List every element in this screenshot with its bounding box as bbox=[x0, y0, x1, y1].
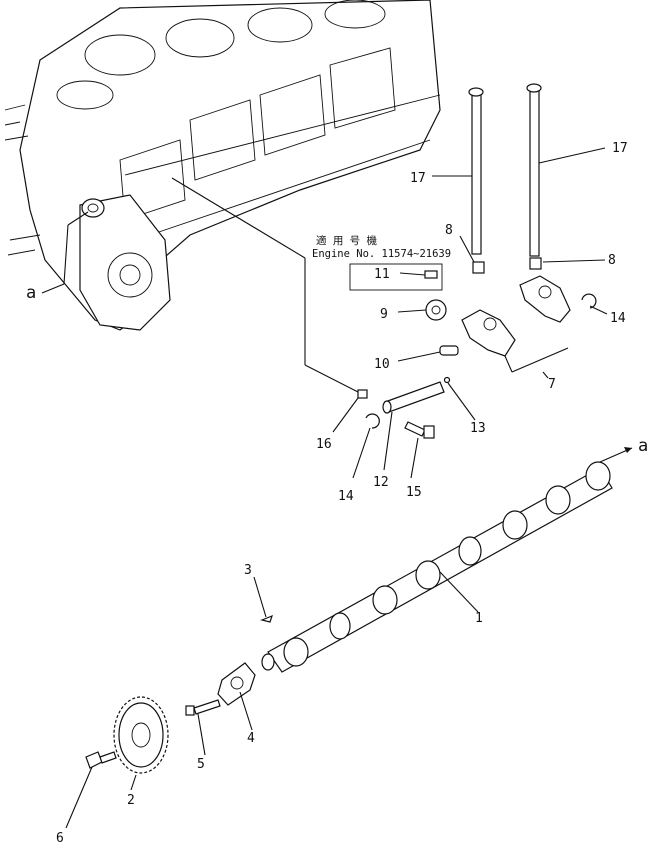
bolt-part-5 bbox=[185, 699, 221, 716]
lever-assembly-part-7 bbox=[461, 275, 571, 357]
callout-16: 16 bbox=[316, 437, 332, 452]
pin-part-11 bbox=[424, 270, 438, 279]
key-part-3 bbox=[260, 614, 273, 623]
clip-part-14-right bbox=[581, 293, 597, 309]
bolt-part-15 bbox=[404, 421, 435, 439]
applicability-note-line1: 適 用 号 機 bbox=[316, 234, 377, 247]
callout-10: 10 bbox=[374, 357, 390, 372]
cap-right bbox=[529, 257, 542, 270]
cap-left bbox=[472, 261, 485, 274]
gear-part-2 bbox=[113, 696, 169, 774]
callout-11: 11 bbox=[374, 267, 390, 282]
callout-5: 5 bbox=[197, 757, 205, 772]
reference-letter-left: a bbox=[26, 283, 36, 303]
thrust-plate-part-4 bbox=[217, 662, 256, 706]
callout-6: 6 bbox=[56, 831, 64, 844]
callout-4: 4 bbox=[247, 731, 255, 746]
ball-part-13 bbox=[443, 376, 451, 384]
callout-7: 7 bbox=[548, 377, 556, 392]
callout-14-left: 14 bbox=[338, 489, 354, 504]
reference-letter-right: a bbox=[638, 436, 648, 456]
callout-9: 9 bbox=[380, 307, 388, 322]
applicability-bracket bbox=[349, 263, 443, 291]
callout-8-left: 8 bbox=[445, 223, 453, 238]
shaft-part-12 bbox=[382, 381, 445, 414]
callout-17-left: 17 bbox=[410, 171, 426, 186]
engine-block bbox=[4, 0, 441, 331]
bolt-part-6 bbox=[85, 751, 117, 769]
callout-3: 3 bbox=[244, 563, 252, 578]
pin-part-16 bbox=[357, 389, 368, 399]
callout-2: 2 bbox=[127, 793, 135, 808]
push-rod-left bbox=[468, 87, 484, 255]
callout-12: 12 bbox=[373, 475, 389, 490]
callout-13: 13 bbox=[470, 421, 486, 436]
pin-part-10 bbox=[439, 345, 459, 356]
roller-part-9 bbox=[425, 299, 447, 321]
applicability-note-line2: Engine No. 11574~21639 bbox=[312, 248, 451, 260]
callout-8-right: 8 bbox=[608, 253, 616, 268]
applicability-note: 適 用 号 機 Engine No. 11574~21639 bbox=[312, 234, 451, 291]
push-rod-right bbox=[526, 83, 542, 257]
leader-lines bbox=[41, 147, 633, 829]
callout-1: 1 bbox=[475, 611, 483, 626]
leader-block-to-part-16 bbox=[171, 177, 306, 259]
callout-15: 15 bbox=[406, 485, 422, 500]
callout-14-right: 14 bbox=[610, 311, 626, 326]
leader-block-to-part-16-c bbox=[304, 364, 359, 393]
clip-part-14-left bbox=[365, 413, 380, 429]
callout-17-right: 17 bbox=[612, 141, 628, 156]
camshaft-part-1 bbox=[261, 461, 613, 673]
